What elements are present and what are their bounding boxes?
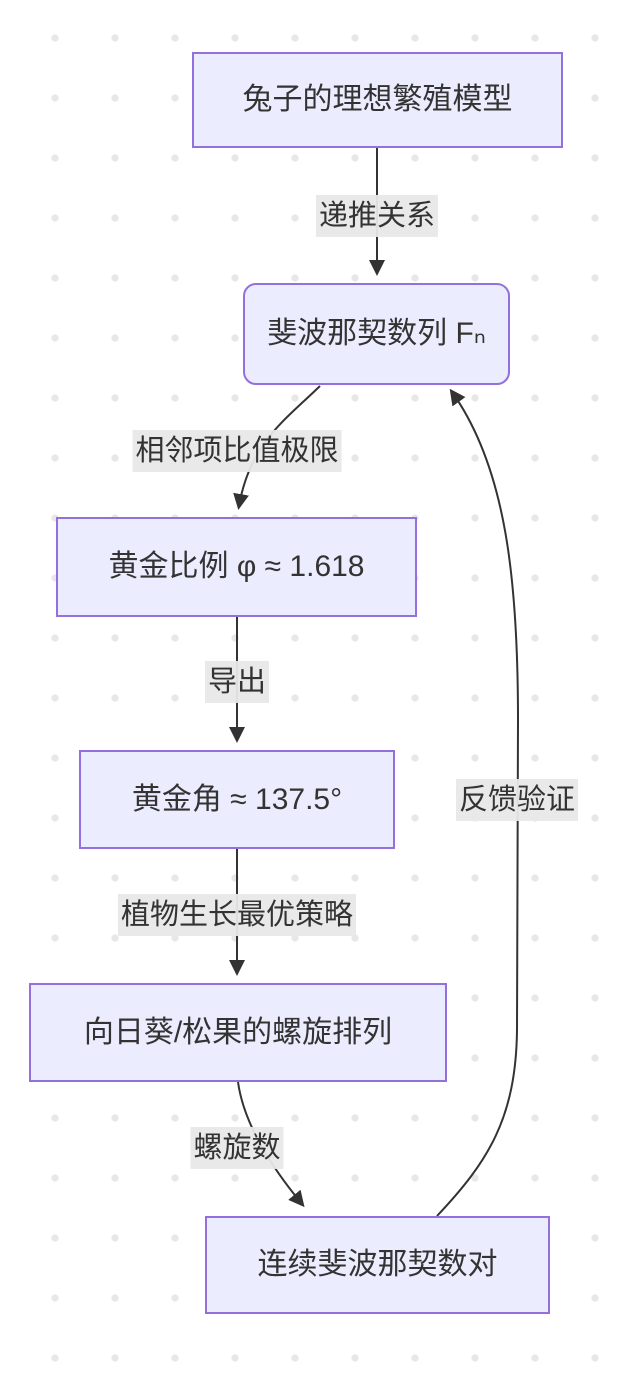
edge-label-spiral-count: 螺旋数	[190, 1126, 284, 1170]
edge-label-ratio-limit: 相邻项比值极限	[132, 429, 342, 473]
node-golden-ratio-label: 黄金比例 φ ≈ 1.618	[108, 550, 365, 583]
node-golden-angle-label: 黄金角 ≈ 137.5°	[131, 782, 343, 816]
edge-label-derive: 导出	[204, 660, 270, 704]
node-golden-ratio: 黄金比例 φ ≈ 1.618	[56, 517, 417, 617]
node-fibonacci-pairs: 连续斐波那契数对	[205, 1216, 550, 1314]
node-golden-angle: 黄金角 ≈ 137.5°	[79, 750, 395, 849]
node-fibonacci-sequence: 斐波那契数列 Fₙ	[243, 283, 510, 385]
node-rabbit-model: 兔子的理想繁殖模型	[192, 52, 563, 148]
node-rabbit-model-label: 兔子的理想繁殖模型	[242, 83, 513, 116]
node-sunflower-spiral: 向日葵/松果的螺旋排列	[29, 983, 447, 1082]
node-fibonacci-pairs-label: 连续斐波那契数对	[257, 1248, 498, 1281]
edge-pairs-to-fibonacci-feedback	[436, 388, 520, 1217]
node-fibonacci-sequence-label: 斐波那契数列 Fₙ	[267, 317, 486, 350]
edge-label-plant-strategy: 植物生长最优策略	[117, 893, 357, 937]
edge-label-recurrence: 递推关系	[315, 194, 439, 238]
node-sunflower-spiral-label: 向日葵/松果的螺旋排列	[83, 1015, 393, 1049]
edge-label-feedback-verify: 反馈验证	[455, 778, 579, 822]
